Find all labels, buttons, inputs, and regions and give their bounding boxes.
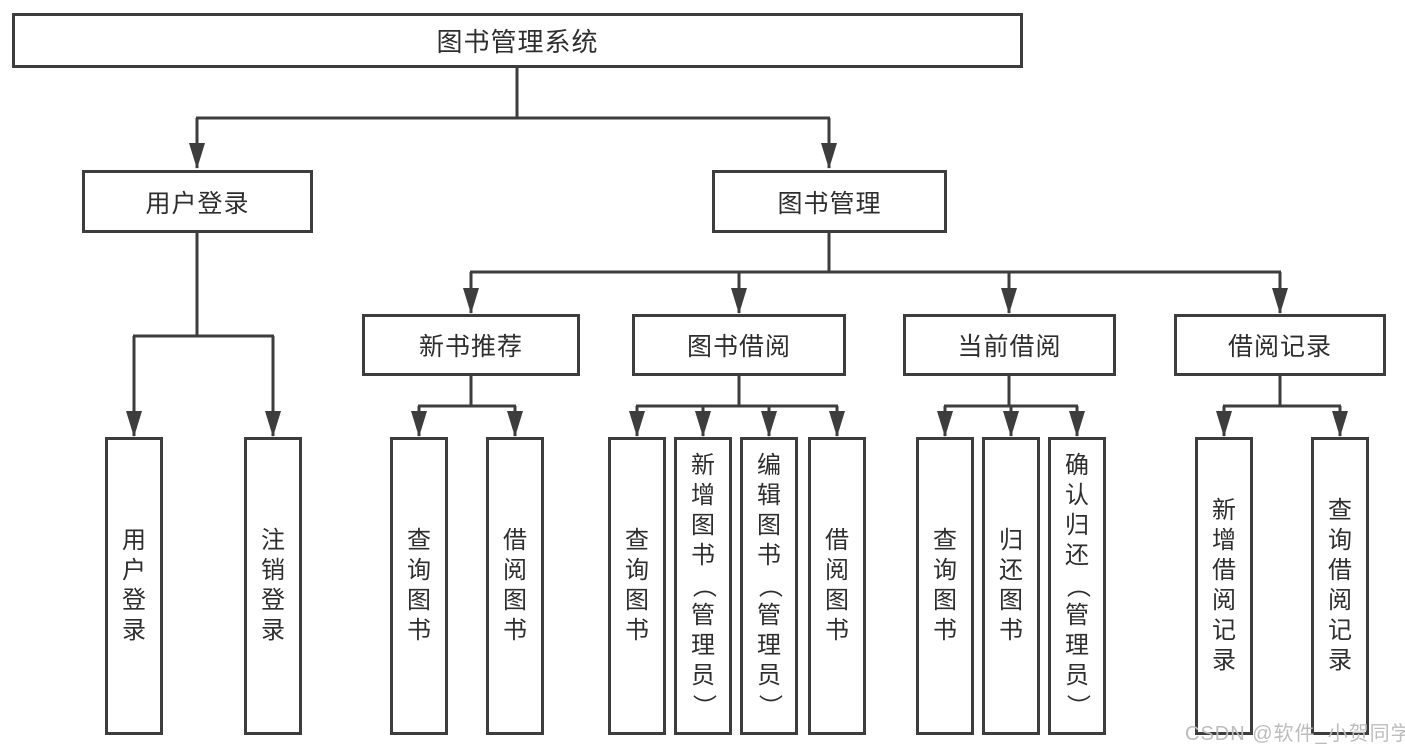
node-leaf-records-query-record-label: 查询借阅记录 [1328,497,1352,674]
node-leaf-records-add-record-label: 新增借阅记录 [1212,497,1236,674]
node-leaf-borrowing-borrow-books-label: 借阅图书 [825,527,849,644]
connector-book-borrowing-children [629,375,845,437]
node-leaf-logout: 注销登录 [244,437,302,735]
connector-borrowing-records-children [1216,375,1348,437]
node-leaf-borrowing-add-books-label: 新增图书（管理员） [690,452,717,718]
node-leaf-recommend-query-books: 查询图书 [390,437,448,735]
node-leaf-current-confirm-return: 确认归还（管理员） [1048,437,1106,735]
node-leaf-records-query-record: 查询借阅记录 [1311,437,1369,735]
node-root-label: 图书管理系统 [436,27,599,57]
connector-current-borrowing-children [937,375,1085,437]
node-leaf-current-return-books-label: 归还图书 [999,527,1023,644]
node-leaf-current-return-books: 归还图书 [982,437,1040,735]
node-leaf-borrowing-edit-books: 编辑图书（管理员） [740,437,798,735]
node-leaf-borrowing-borrow-books: 借阅图书 [808,437,866,735]
node-borrowing-records: 借阅记录 [1174,314,1386,376]
node-leaf-borrowing-add-books: 新增图书（管理员） [674,437,732,735]
node-leaf-current-query-books-label: 查询图书 [933,527,957,644]
node-book-borrowing: 图书借阅 [632,314,846,376]
node-leaf-recommend-borrow-books: 借阅图书 [486,437,544,735]
node-leaf-logout-label: 注销登录 [261,527,285,644]
connector-new-book-recommend-children [411,375,523,437]
node-user-login-label: 用户登录 [145,189,250,218]
node-leaf-current-query-books: 查询图书 [916,437,974,735]
node-current-borrowing: 当前借阅 [903,314,1116,376]
connector-user-login-children [126,232,281,437]
node-new-book-recommend: 新书推荐 [362,314,580,376]
node-leaf-current-confirm-return-label: 确认归还（管理员） [1064,452,1091,718]
node-leaf-borrowing-edit-books-label: 编辑图书（管理员） [756,452,783,718]
node-leaf-recommend-query-books-label: 查询图书 [407,527,431,644]
node-leaf-borrowing-query-books-label: 查询图书 [625,527,649,644]
node-leaf-user-login: 用户登录 [105,437,163,735]
node-book-management: 图书管理 [712,170,947,233]
node-borrowing-records-label: 借阅记录 [1227,333,1332,361]
node-book-management-label: 图书管理 [777,189,882,218]
node-root: 图书管理系统 [12,13,1023,68]
node-leaf-borrowing-query-books: 查询图书 [608,437,666,735]
connector-book-management-children [463,232,1288,314]
node-leaf-recommend-borrow-books-label: 借阅图书 [503,527,527,644]
node-new-book-recommend-label: 新书推荐 [418,333,523,361]
csdn-watermark: CSDN @软件_小贺同学 [1185,723,1405,745]
node-current-borrowing-label: 当前借阅 [957,333,1062,361]
node-leaf-records-add-record: 新增借阅记录 [1195,437,1253,735]
node-user-login: 用户登录 [82,170,313,233]
connector-root-to-level2 [189,66,837,169]
node-book-borrowing-label: 图书借阅 [686,333,791,361]
node-leaf-user-login-label: 用户登录 [122,527,146,644]
